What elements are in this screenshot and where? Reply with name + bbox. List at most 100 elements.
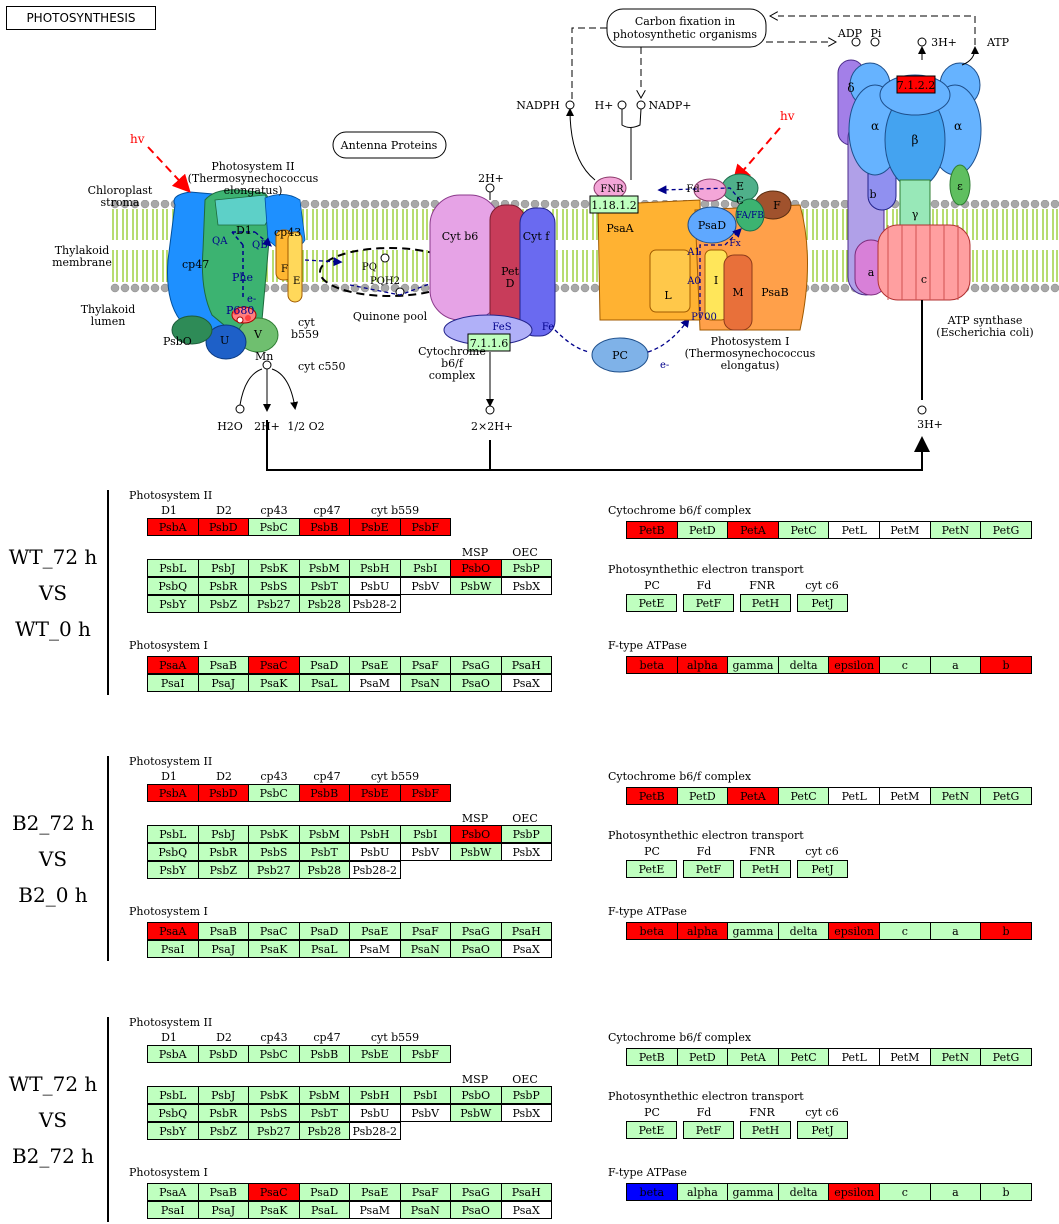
gene-box-psbh: PsbH: [349, 1086, 401, 1104]
pq-label: PQ: [362, 262, 377, 273]
gene-box-delta: delta: [777, 1183, 830, 1201]
u-label: U: [220, 334, 229, 347]
pet-section-title: Photosynthethic electron transport: [608, 563, 804, 576]
gene-box-psby: PsbY: [147, 861, 199, 879]
carbon-fixation-label-1: Carbon fixation in: [635, 15, 735, 28]
gene-box-psbd: PsbD: [197, 518, 249, 536]
three-h-top-label: 3H+: [931, 36, 957, 49]
ps2-name-1: Photosystem II: [211, 160, 294, 173]
gene-box-psai: PsaI: [147, 1201, 199, 1219]
gene-box-psax: PsaX: [500, 674, 552, 692]
ps2-section-title: Photosystem II: [129, 489, 213, 502]
gene-box-psbs: PsbS: [248, 843, 300, 861]
gene-box-psai: PsaI: [147, 674, 199, 692]
membrane-label-2: membrane: [52, 256, 112, 269]
gene-box-petn: PetN: [929, 787, 982, 805]
gene-box-psbs: PsbS: [248, 1104, 300, 1122]
pet-section-title: Photosynthethic electron transport: [608, 829, 804, 842]
gene-box-a: a: [929, 922, 982, 940]
psad-label: PsaD: [698, 219, 726, 232]
gene-box-beta: beta: [626, 656, 678, 674]
gene-box-psam: PsaM: [349, 1201, 401, 1219]
gene-box-psbq: PsbQ: [147, 843, 199, 861]
comparison-label-line3: B2_72 h: [11, 1144, 95, 1168]
ps1-name-1: Photosystem I: [711, 335, 790, 348]
comparison-label-line1: B2_72 h: [11, 811, 95, 835]
fe-label: Fe: [542, 322, 554, 333]
pet-sub-label: Fd: [696, 1106, 712, 1119]
gene-box-petc: PetC: [777, 521, 830, 539]
gene-box-psbi: PsbI: [399, 559, 451, 577]
e-label: E: [293, 276, 300, 287]
phe-label: Phe: [232, 271, 253, 284]
gene-box-a: a: [929, 656, 982, 674]
c-ring-label: c: [921, 273, 927, 286]
gene-box-petj: PetJ: [797, 1121, 848, 1139]
three-h-bottom-label: 3H+: [917, 418, 943, 431]
gene-box-gamma: gamma: [727, 1183, 779, 1201]
gene-box-psb28-2: Psb28-2: [349, 861, 401, 879]
ps2-sub-label: cp43: [260, 1031, 288, 1044]
gene-box-beta: beta: [626, 1183, 678, 1201]
beta-label: β: [912, 133, 919, 147]
gene-box-psam: PsaM: [349, 674, 401, 692]
pet-label-2: D: [506, 277, 515, 290]
gene-box-psb28: Psb28: [298, 861, 350, 879]
ps2-sub-label: cp43: [260, 770, 288, 783]
psbo-label: PsbO: [163, 335, 192, 348]
pet-sub-label: PC: [644, 579, 660, 592]
gene-box-petg: PetG: [980, 1048, 1032, 1066]
gene-box-peta: PetA: [727, 521, 779, 539]
gene-box-psba: PsbA: [147, 784, 199, 802]
gene-box-psbk: PsbK: [248, 559, 300, 577]
gene-box-peth: PetH: [740, 860, 791, 878]
gene-box-petb: PetB: [626, 1048, 678, 1066]
light-arrow-right: [732, 127, 781, 184]
gene-box-psbk: PsbK: [248, 825, 300, 843]
ps2-sub-label: cp43: [260, 504, 288, 517]
gene-box-psbd: PsbD: [197, 784, 249, 802]
gene-box-petb: PetB: [626, 521, 678, 539]
gene-box-psae: PsaE: [349, 656, 401, 674]
psaa-label: PsaA: [606, 222, 634, 235]
photosystem-ii-complex: [167, 189, 306, 360]
gene-box-petb: PetB: [626, 787, 678, 805]
comparison-label-line1: WT_72 h: [8, 1072, 98, 1096]
gene-box-psaa: PsaA: [147, 1183, 199, 1201]
d1-label: D1: [236, 224, 252, 237]
fes-label: FeS: [492, 322, 511, 333]
gene-box-psbt: PsbT: [298, 577, 350, 595]
gamma-label: γ: [912, 208, 919, 221]
gene-box-psbv: PsbV: [399, 577, 451, 595]
ec-7116-label: 7.1.1.6: [470, 337, 508, 350]
gene-box-psbf: PsbF: [399, 784, 451, 802]
ps2-sub-label: D1: [161, 504, 177, 517]
two-h-top-label: 2H+: [478, 172, 504, 185]
gene-box-psao: PsaO: [450, 674, 502, 692]
h2o-label: H2O: [217, 420, 243, 433]
gene-box-petg: PetG: [980, 521, 1032, 539]
gene-box-psbc: PsbC: [248, 784, 300, 802]
gene-box-psb28-2: Psb28-2: [349, 595, 401, 613]
gene-box-epsilon: epsilon: [828, 1183, 880, 1201]
gene-box-psac: PsaC: [248, 1183, 300, 1201]
gene-box-peta: PetA: [727, 1048, 779, 1066]
pet-sub-label: Fd: [696, 579, 712, 592]
gene-box-psak: PsaK: [248, 940, 300, 958]
pet-sub-label: FNR: [749, 845, 775, 858]
gene-box-psba: PsbA: [147, 518, 199, 536]
qb-label: QB: [252, 240, 268, 251]
ps2-msp-label: MSP: [461, 546, 489, 559]
gene-box-psbe: PsbE: [349, 518, 401, 536]
gene-box-psah: PsaH: [500, 1183, 552, 1201]
gene-box-psag: PsaG: [450, 1183, 502, 1201]
mn-label: Mn: [255, 350, 273, 363]
gene-box-psaj: PsaJ: [197, 674, 249, 692]
hv-right-label: hv: [780, 109, 795, 123]
fnr-label: FNR: [600, 184, 624, 195]
stroma-label-2: stroma: [101, 196, 140, 209]
gene-box-psbu: PsbU: [349, 1104, 401, 1122]
gene-box-psbz: PsbZ: [197, 595, 249, 613]
gene-box-peta: PetA: [727, 787, 779, 805]
ps2-oec-label: OEC: [512, 546, 538, 559]
